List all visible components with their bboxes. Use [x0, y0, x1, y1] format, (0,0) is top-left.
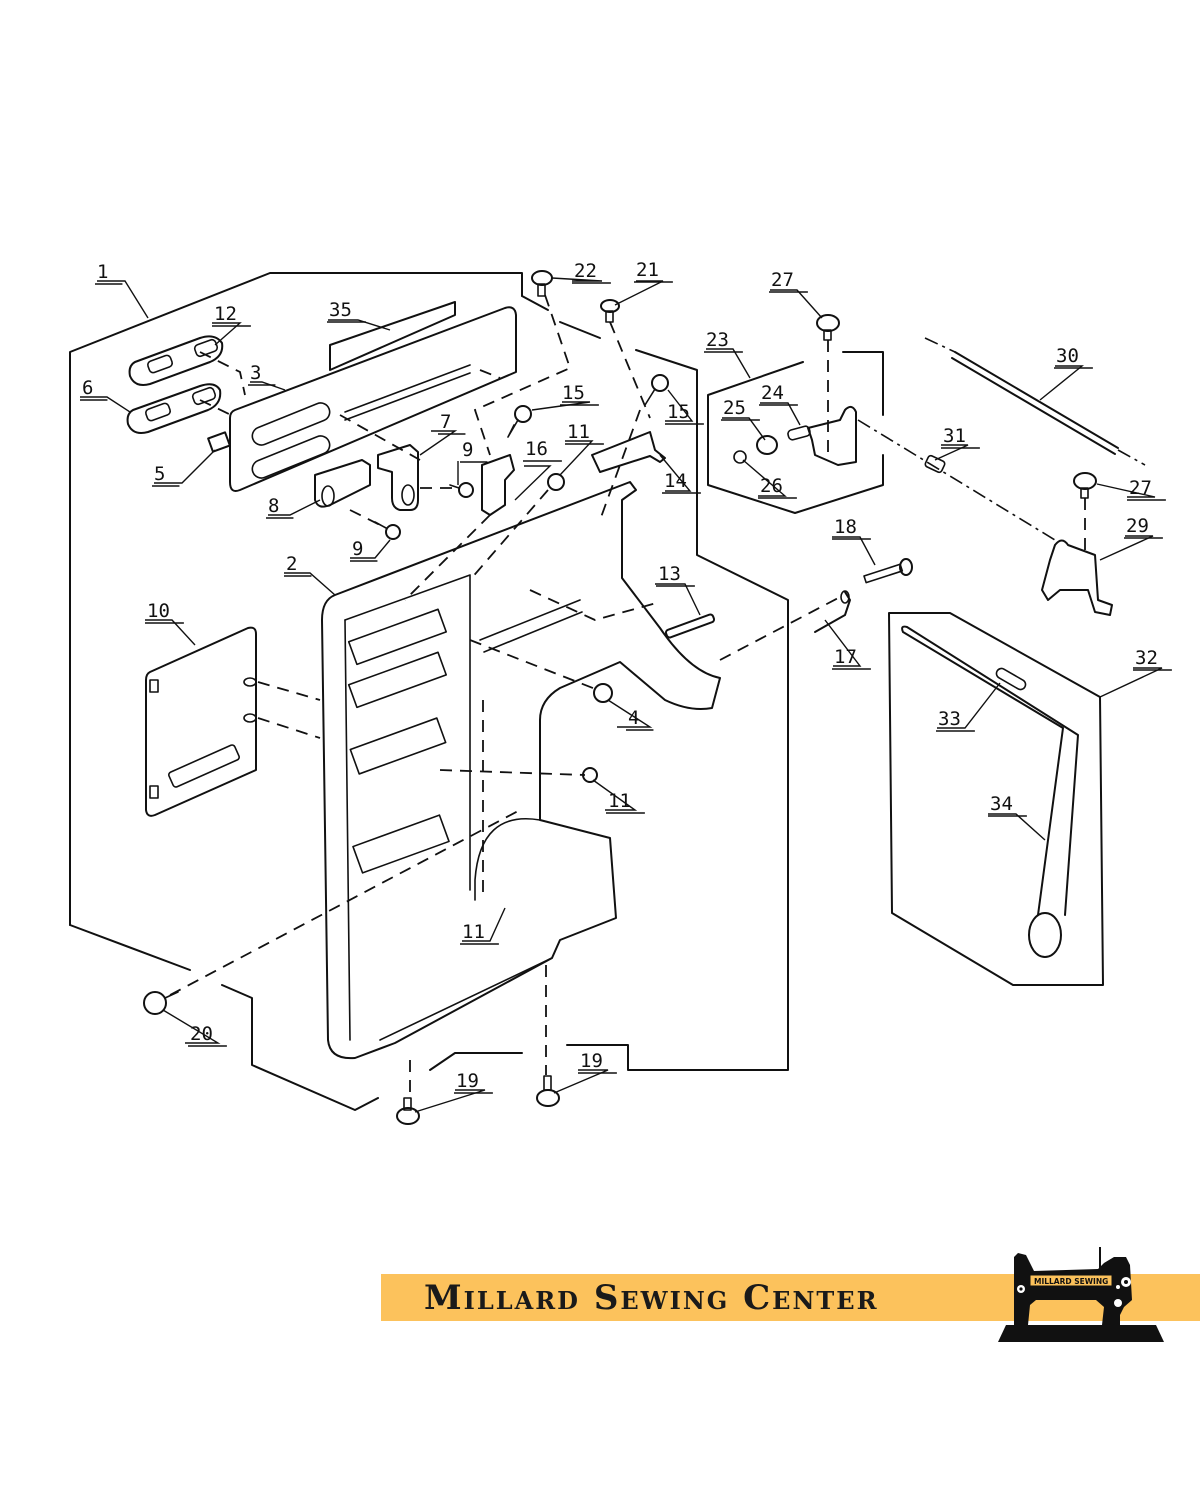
callout-23: 23 [706, 329, 729, 351]
callout-labels: 1 2 3 4 5 6 7 8 9 9 10 11 11 11 12 13 14… [80, 259, 1172, 1094]
screw-9-lower [374, 521, 401, 540]
washer-11-mid [582, 767, 598, 783]
callout-21: 21 [636, 259, 659, 281]
callout-2: 2 [286, 553, 297, 575]
callout-11-low: 11 [462, 921, 485, 943]
callout-26: 26 [760, 475, 783, 497]
callout-12: 12 [214, 303, 237, 325]
callout-33: 33 [938, 708, 961, 730]
part-3-plate [229, 306, 517, 492]
callout-14: 14 [664, 470, 687, 492]
callout-27-top: 27 [771, 269, 794, 291]
callout-32: 32 [1135, 647, 1158, 669]
callout-19-right: 19 [580, 1050, 603, 1072]
part-13-clip [664, 613, 716, 639]
assembly-outline-23 [707, 351, 884, 514]
callout-29: 29 [1126, 515, 1149, 537]
screw-21 [600, 299, 620, 323]
part-35-label-strip [329, 301, 456, 371]
sewing-machine-icon: MILLARD SEWING [998, 1247, 1164, 1342]
part-5-block [207, 431, 231, 453]
callout-13: 13 [658, 563, 681, 585]
part-24-lever [787, 406, 857, 466]
screw-20 [143, 991, 179, 1015]
part-8-bracket [314, 459, 371, 508]
screw-27-right [1073, 472, 1097, 499]
callout-3: 3 [250, 362, 261, 384]
part-6-slider [126, 383, 222, 434]
callout-4: 4 [628, 707, 639, 729]
callout-11-top: 11 [567, 421, 590, 443]
screw-9-upper [449, 482, 474, 498]
screw-15-right [644, 374, 669, 406]
screw-22 [531, 270, 553, 297]
callout-31: 31 [943, 425, 966, 447]
callout-5: 5 [154, 463, 165, 485]
part-25-bushing [756, 435, 778, 455]
washer-4 [593, 683, 613, 703]
callout-25: 25 [723, 397, 746, 419]
part-7-bracket [377, 444, 419, 511]
callout-11-mid: 11 [608, 790, 631, 812]
callout-35: 35 [329, 299, 352, 321]
part-31-clip [924, 454, 946, 474]
part-12-slider [128, 335, 224, 386]
part-18-screw [863, 558, 913, 584]
callout-1: 1 [97, 261, 108, 283]
washer-11-top [547, 473, 565, 491]
screw-19-right [536, 1075, 560, 1107]
assembly-outline-1 [69, 272, 789, 1111]
callout-27-right: 27 [1129, 477, 1152, 499]
part-30-rod [951, 351, 1119, 455]
part-2-main-panel [321, 481, 721, 1060]
callout-15-right: 15 [667, 401, 690, 423]
part-16-bracket [481, 454, 515, 516]
screw-15-left [507, 405, 532, 438]
callout-34: 34 [990, 793, 1013, 815]
callout-10: 10 [147, 600, 170, 622]
part-33-spring [995, 667, 1027, 691]
callout-19-left: 19 [456, 1070, 479, 1092]
banner-title: Millard Sewing Center [424, 1278, 879, 1318]
part-34-knee-lever [901, 625, 1079, 958]
logo-plate-text: MILLARD SEWING [1034, 1277, 1108, 1286]
callout-30: 30 [1056, 345, 1079, 367]
part-29-bracket [1041, 539, 1113, 616]
part-14-bracket [591, 431, 666, 473]
callout-17: 17 [834, 646, 857, 668]
callout-15-left: 15 [562, 382, 585, 404]
callout-24: 24 [761, 382, 784, 404]
part-26-eclip [733, 450, 747, 464]
assembly-outline-32 [888, 612, 1104, 986]
callout-9-upper: 9 [462, 439, 473, 461]
part-17-wire [814, 591, 851, 633]
screw-27-top [816, 314, 840, 341]
screw-19-left [396, 1097, 420, 1125]
callout-22: 22 [574, 260, 597, 282]
callout-16: 16 [525, 438, 548, 460]
callout-18: 18 [834, 516, 857, 538]
leader-lines [80, 277, 1163, 1113]
callout-6: 6 [82, 377, 93, 399]
callout-8: 8 [268, 495, 279, 517]
callout-9-lower: 9 [352, 538, 363, 560]
part-10-cover [145, 626, 257, 817]
callout-7: 7 [440, 411, 451, 433]
callout-20: 20 [190, 1023, 213, 1045]
assembly-lines [169, 294, 1146, 1098]
